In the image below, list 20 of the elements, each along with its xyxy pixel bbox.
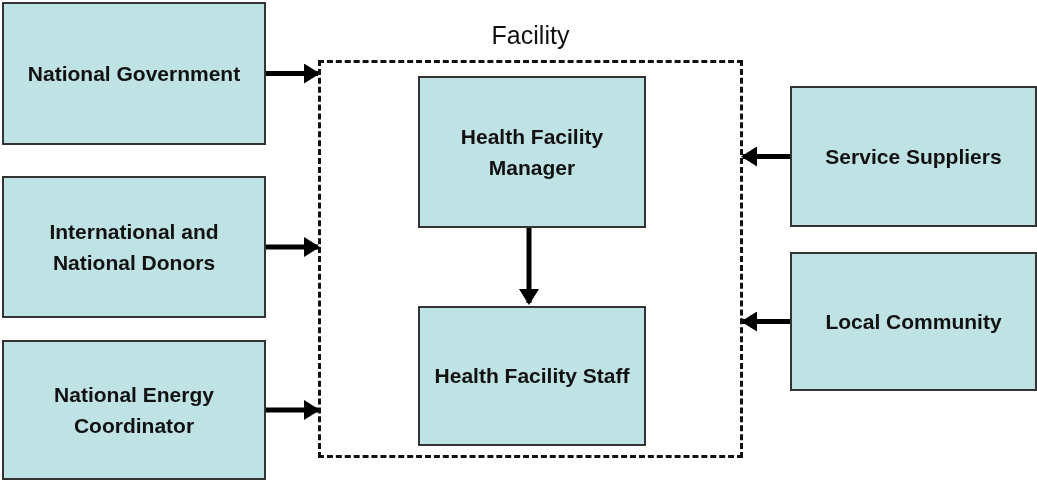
process-box (2, 176, 266, 318)
process-box (790, 252, 1037, 391)
arrow (266, 63, 320, 84)
box-label: International and National Donors (48, 218, 220, 276)
box-label: National Energy Coordinator (53, 381, 215, 439)
box-label: Service Suppliers (824, 143, 1003, 170)
container-title: Facility (490, 21, 571, 50)
arrow (266, 400, 320, 420)
box-label: Health Facility Staff (433, 363, 631, 390)
process-box (2, 340, 266, 480)
process-box (418, 76, 646, 228)
process-box (418, 306, 646, 446)
box-label: Health Facility Manager (459, 123, 605, 181)
arrow (266, 237, 320, 257)
box-label: Local Community (824, 308, 1003, 335)
process-box (2, 2, 266, 145)
arrow (741, 311, 790, 332)
arrow (741, 146, 790, 167)
box-label: National Government (26, 60, 242, 87)
process-box (790, 86, 1037, 227)
